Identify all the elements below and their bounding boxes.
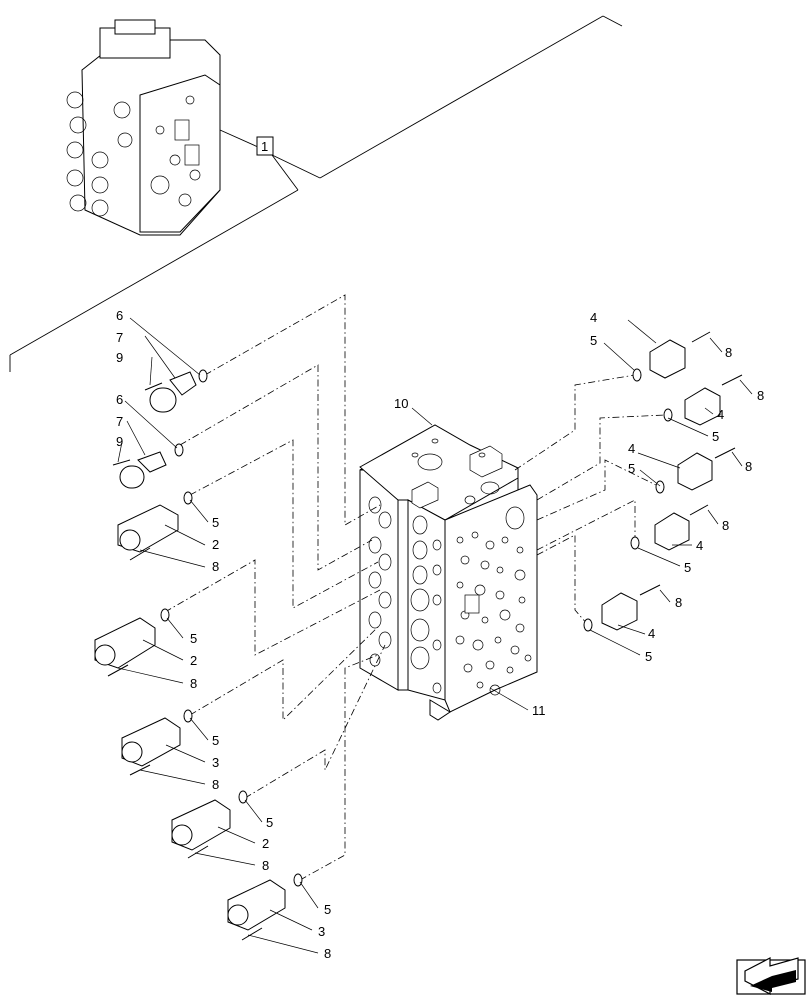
callout-label: 5 — [590, 333, 597, 348]
callout-label: 9 — [116, 434, 123, 449]
callout-label: 5 — [628, 461, 635, 476]
plug-assembly-upper — [144, 369, 208, 413]
callout-label: 4 — [648, 626, 655, 641]
callout-label: 9 — [116, 350, 123, 365]
callout-label: 8 — [745, 459, 752, 474]
valve-body — [359, 424, 538, 721]
callout-label: 6 — [116, 392, 123, 407]
callout-label: 8 — [324, 946, 331, 961]
leader-lines — [117, 317, 753, 954]
cover-plate-e — [583, 584, 661, 632]
callout-label: 4 — [590, 310, 597, 325]
callout-label: 5 — [212, 515, 219, 530]
callout-label: 10 — [394, 396, 408, 411]
solenoid-2-b — [94, 608, 170, 677]
solenoid-3-b — [227, 873, 303, 941]
callout-label: 7 — [116, 414, 123, 429]
cover-plate-b — [663, 374, 743, 426]
callout-label: 4 — [696, 538, 703, 553]
callout-label: 8 — [212, 777, 219, 792]
callout-label: 5 — [684, 560, 691, 575]
center-lines — [164, 294, 666, 881]
plug-assembly-lower — [112, 443, 184, 489]
callout-label: 8 — [212, 559, 219, 574]
callout-label: 8 — [675, 595, 682, 610]
arrow-left-icon[interactable] — [736, 957, 806, 995]
cover-plate-c — [655, 447, 736, 494]
callout-label: 11 — [532, 703, 546, 718]
callout-label: 8 — [757, 388, 764, 403]
callout-label: 5 — [190, 631, 197, 646]
callout-label: 5 — [645, 649, 652, 664]
cover-plate-a — [632, 331, 711, 382]
callout-label: 5 — [712, 429, 719, 444]
callout-label: 4 — [717, 407, 724, 422]
solenoid-2-c — [171, 790, 248, 859]
callout-label: 8 — [725, 345, 732, 360]
callout-label: 1 — [261, 139, 268, 154]
cover-plate-d — [630, 504, 709, 551]
callout-label: 8 — [722, 518, 729, 533]
callout-label: 2 — [212, 537, 219, 552]
callout-label: 5 — [266, 815, 273, 830]
callout-label: 2 — [262, 836, 269, 851]
callout-labels: 6 7 9 6 7 9 5 2 8 5 2 8 5 3 8 5 2 8 5 3 … — [116, 308, 764, 961]
callout-label: 5 — [212, 733, 219, 748]
callout-label: 6 — [116, 308, 123, 323]
callout-label: 3 — [318, 924, 325, 939]
solenoid-2-a — [117, 491, 193, 561]
callout-label: 8 — [262, 858, 269, 873]
callout-label: 4 — [628, 441, 635, 456]
callout-label: 7 — [116, 330, 123, 345]
callout-label: 2 — [190, 653, 197, 668]
valve-assembly-overview — [66, 19, 221, 236]
callout-1-leader: 1 — [9, 15, 623, 372]
callout-label: 8 — [190, 676, 197, 691]
solenoid-3-a — [121, 709, 193, 776]
callout-label: 5 — [324, 902, 331, 917]
callout-label: 3 — [212, 755, 219, 770]
